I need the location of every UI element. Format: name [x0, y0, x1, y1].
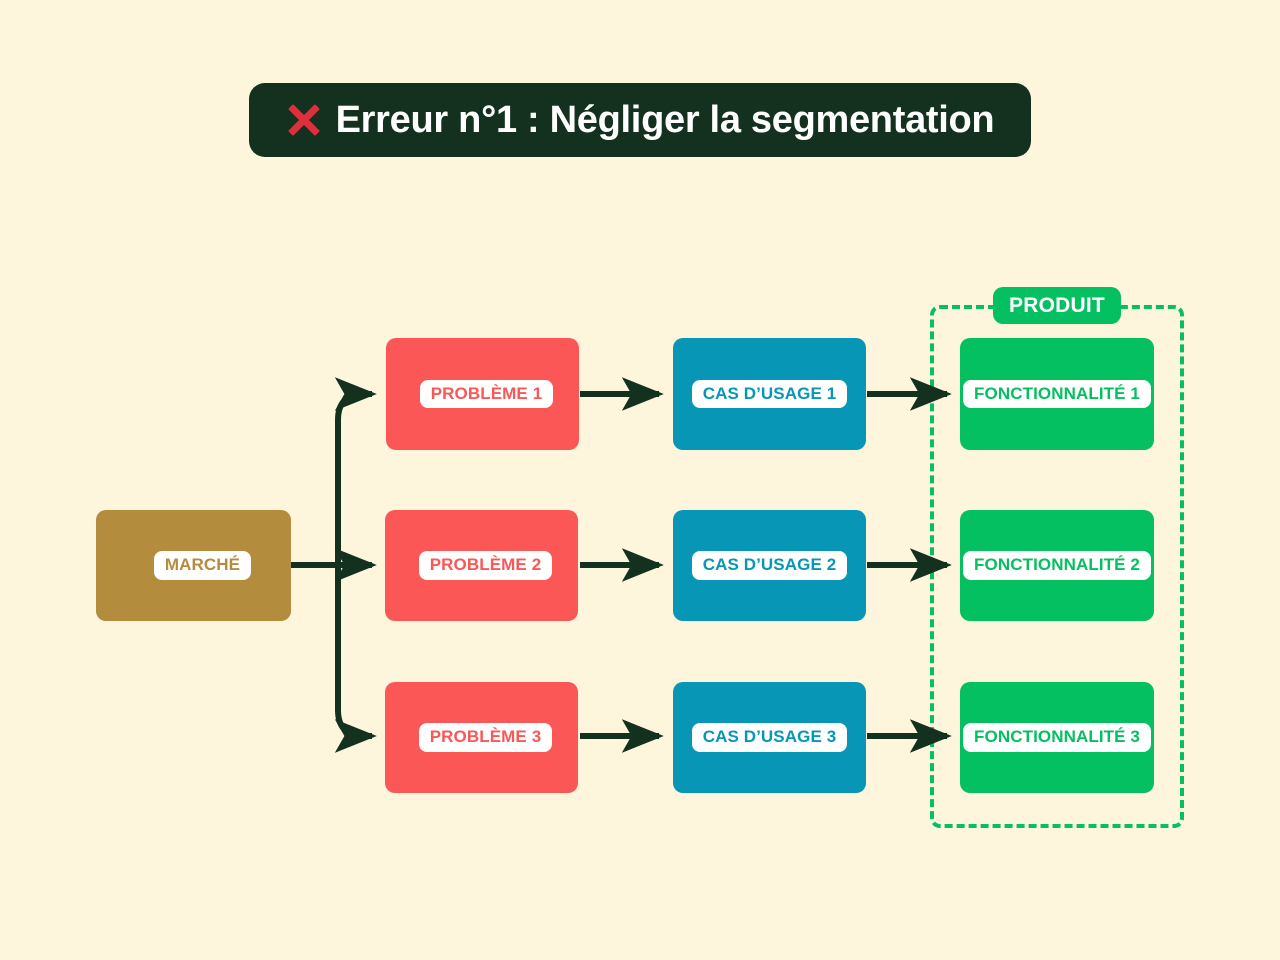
node-market-label: MARCHÉ — [153, 551, 252, 580]
slide-title-pill: Erreur n°1 : Négliger la segmentation — [249, 83, 1031, 157]
page-title: Erreur n°1 : Négliger la segmentation — [335, 98, 995, 141]
node-feature-2[interactable]: FONCTIONNALITÉ 2 — [960, 510, 1154, 621]
node-problem-2-label: PROBLÈME 2 — [418, 551, 553, 580]
produit-group-label: PRODUIT — [1009, 293, 1105, 317]
node-feature-2-label: FONCTIONNALITÉ 2 — [963, 551, 1151, 580]
node-market[interactable]: MARCHÉ — [96, 510, 291, 621]
connector-branch-down — [334, 564, 365, 739]
node-problem-3[interactable]: PROBLÈME 3 — [385, 682, 578, 793]
produit-group-badge: PRODUIT — [993, 287, 1121, 324]
node-usecase-2-label: CAS D’USAGE 2 — [691, 551, 848, 580]
node-feature-1-label: FONCTIONNALITÉ 1 — [963, 379, 1151, 409]
node-usecase-1[interactable]: CAS D’USAGE 1 — [673, 338, 866, 450]
node-problem-1[interactable]: PROBLÈME 1 — [386, 338, 579, 450]
node-problem-1-label: PROBLÈME 1 — [419, 379, 554, 409]
cross-mark-icon — [286, 102, 322, 138]
node-usecase-1-label: CAS D’USAGE 1 — [691, 379, 848, 409]
node-feature-3-label: FONCTIONNALITÉ 3 — [963, 723, 1151, 752]
node-problem-2[interactable]: PROBLÈME 2 — [385, 510, 578, 621]
connector-branch-up — [334, 391, 365, 566]
node-feature-3[interactable]: FONCTIONNALITÉ 3 — [960, 682, 1154, 793]
node-problem-3-label: PROBLÈME 3 — [418, 723, 553, 752]
node-feature-1[interactable]: FONCTIONNALITÉ 1 — [960, 338, 1154, 450]
node-usecase-2[interactable]: CAS D’USAGE 2 — [673, 510, 866, 621]
node-usecase-3[interactable]: CAS D’USAGE 3 — [673, 682, 866, 793]
node-usecase-3-label: CAS D’USAGE 3 — [691, 723, 848, 752]
